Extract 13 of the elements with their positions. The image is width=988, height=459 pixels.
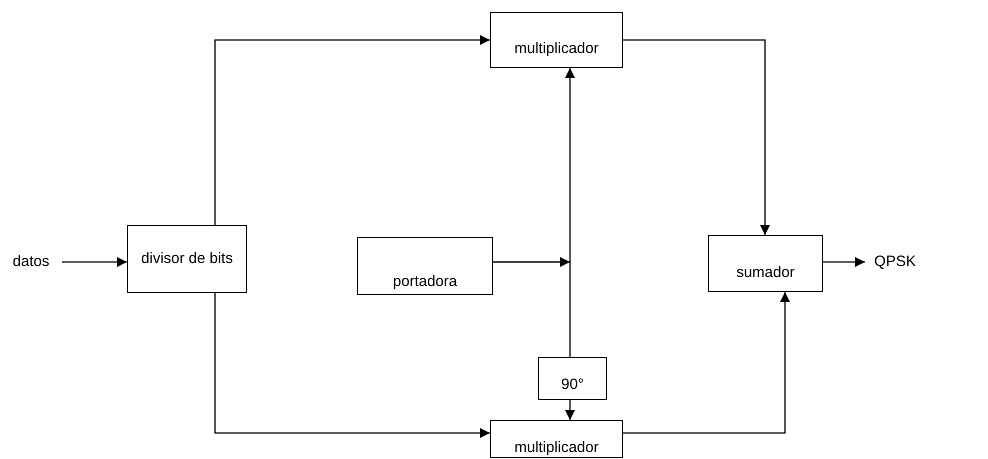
process-box xyxy=(490,420,623,458)
box-label: multiplicador xyxy=(514,440,599,456)
label-text: QPSK xyxy=(873,253,917,271)
box-label: divisor de bits xyxy=(141,250,233,268)
process-box xyxy=(538,357,607,400)
box-label: multiplicador xyxy=(514,40,599,57)
process-box xyxy=(357,237,493,295)
box-label: 90° xyxy=(561,376,584,393)
box-label: sumador xyxy=(736,264,795,281)
box-label: portadora xyxy=(392,274,458,290)
process-box xyxy=(490,12,623,68)
process-box xyxy=(127,225,247,293)
process-box xyxy=(708,235,823,292)
